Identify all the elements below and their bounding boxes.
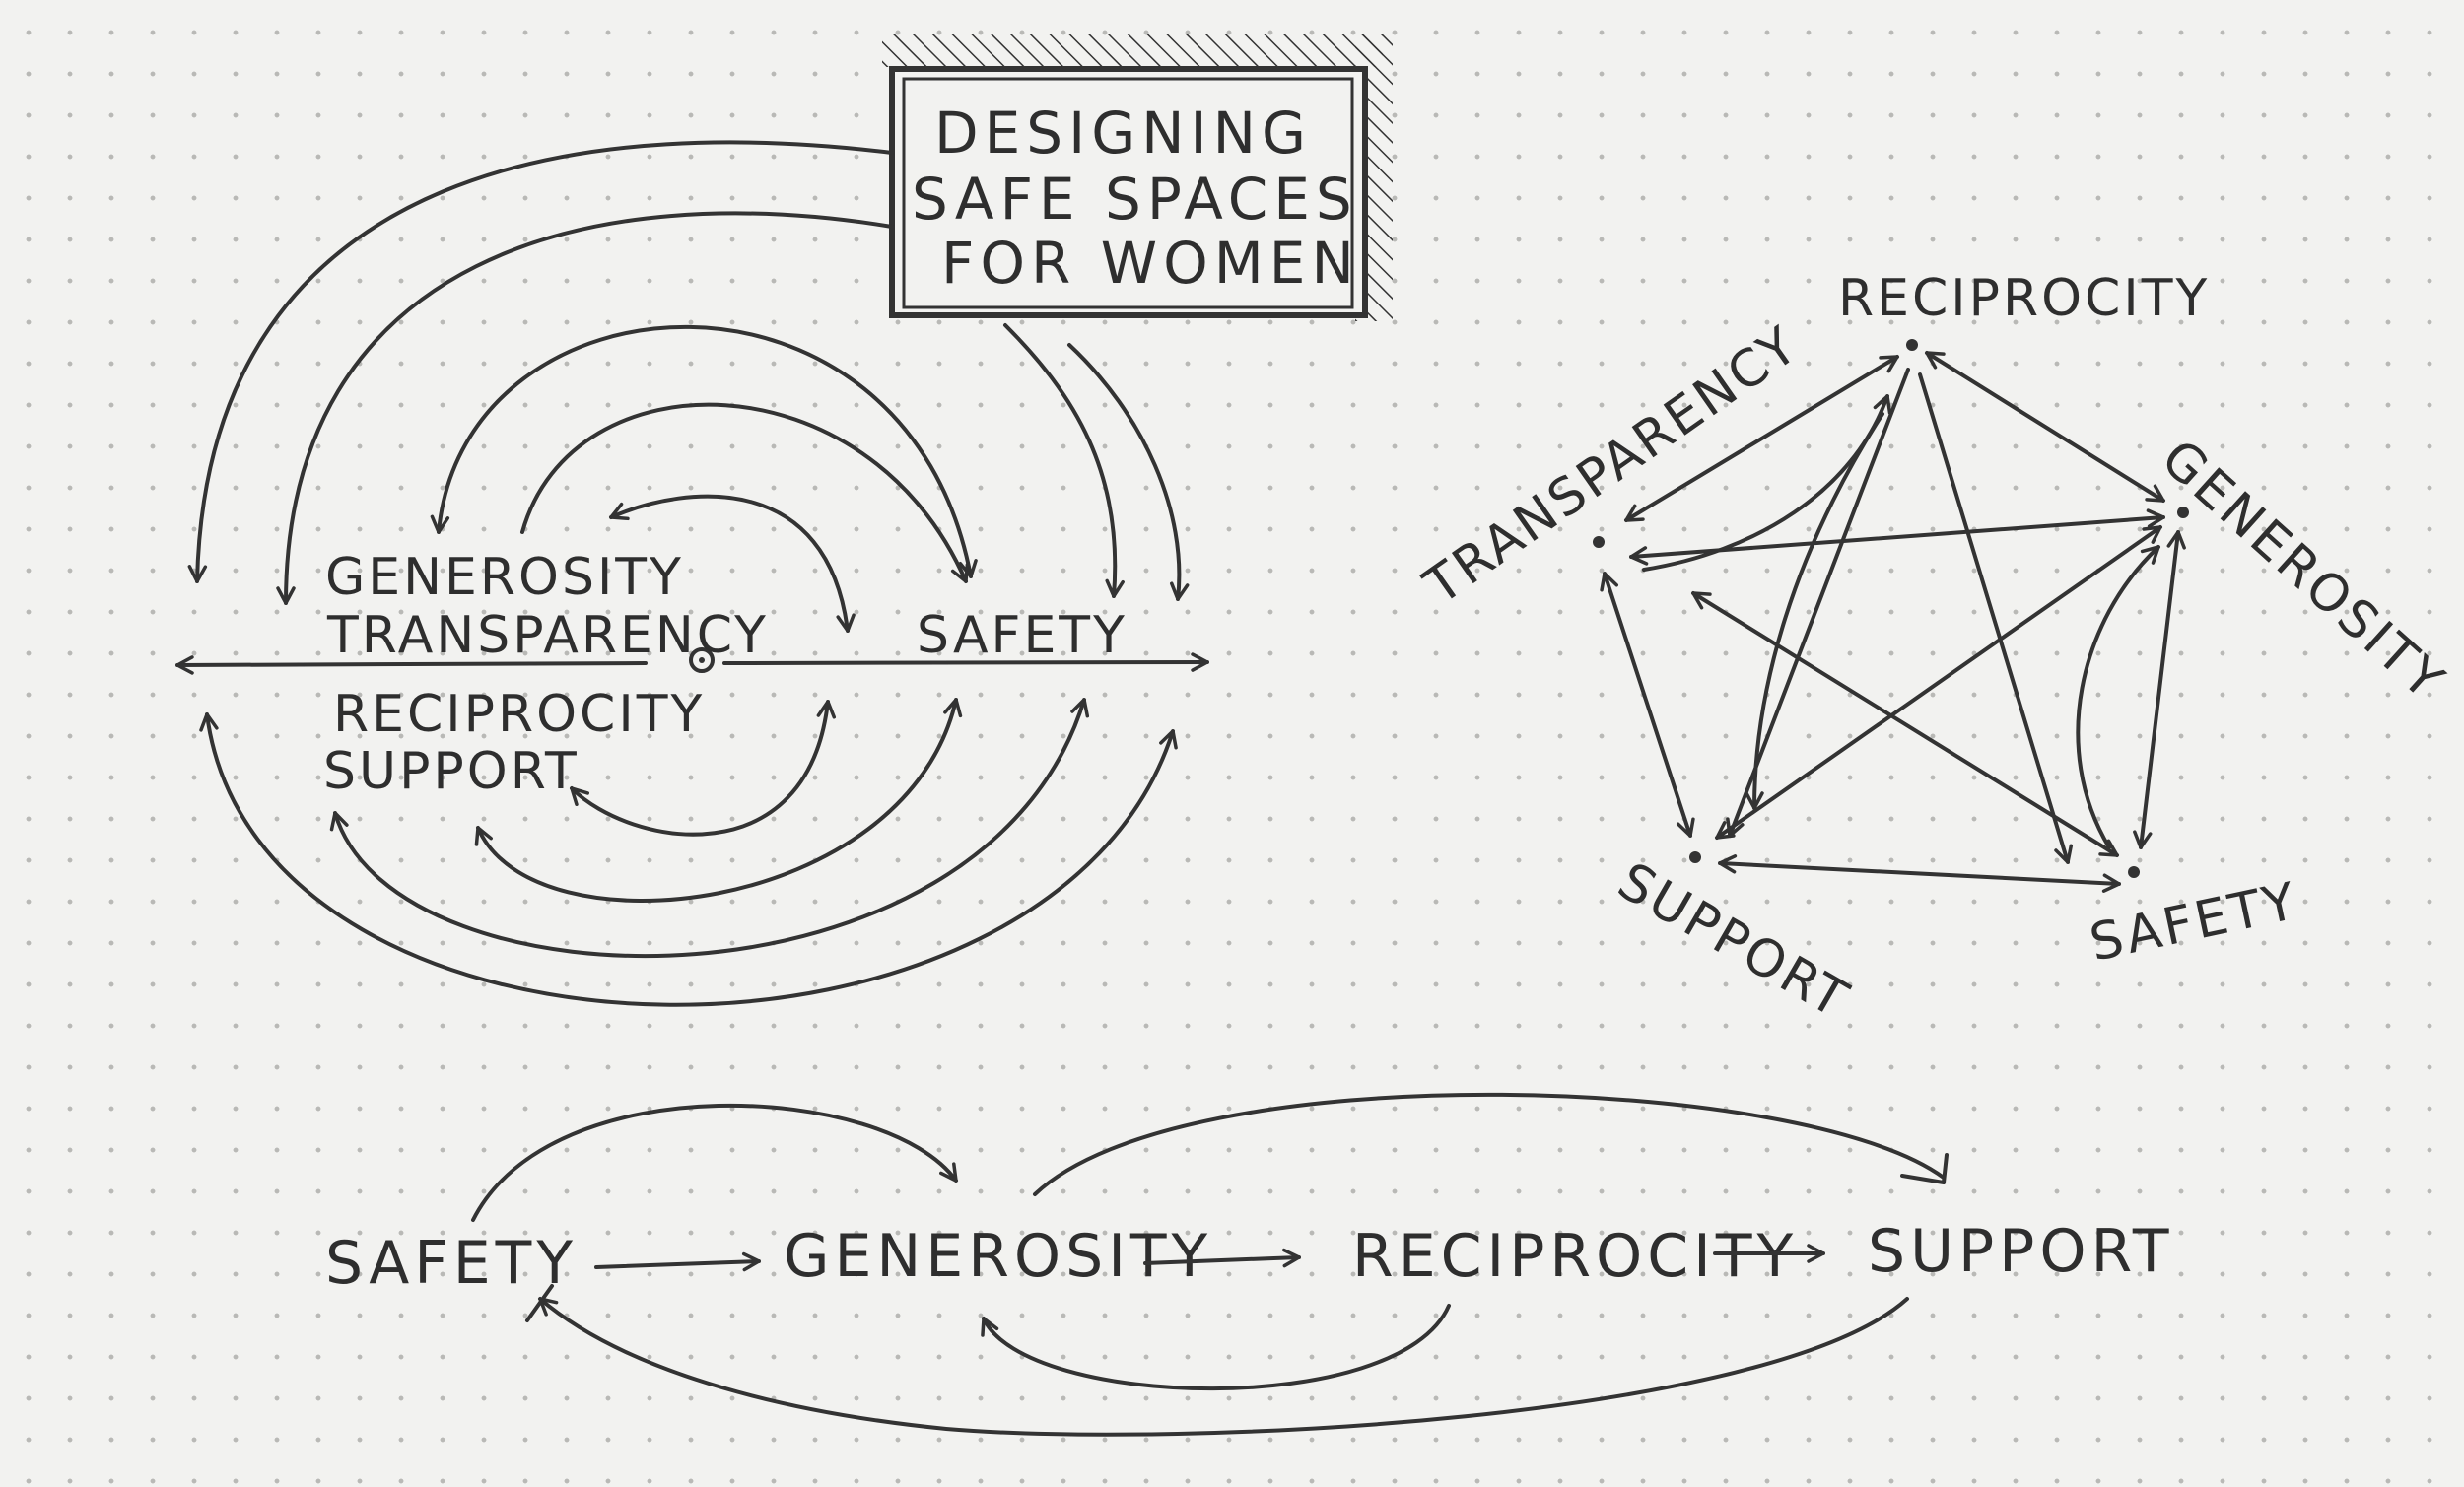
title-box-hatch-top [882,34,1383,67]
arc-title-to-left-outer [187,140,894,583]
flow-arrow-generosity-reciprocity [1143,1248,1301,1268]
arc-lower-4 [199,712,1178,1007]
title-line-2: SAFE SPACES [912,166,1358,233]
flow-step-support: SUPPORT [1868,1217,2174,1286]
arc-upper-1 [430,324,978,578]
star-label-support: SUPPORT [1608,851,1860,1031]
edge-safety-support [1718,854,2121,893]
axis-origin [689,647,715,673]
star-label-transparency: TRANSPARENCY [1413,315,1810,618]
arc-title-to-right-2 [1067,343,1190,601]
title-line-1: DESIGNING [934,100,1312,167]
flow-arc-support-to-safety [538,1297,1909,1437]
node-support [1689,851,1701,863]
flow-step-safety: SAFETY [325,1229,578,1298]
axis-label-transparency: TRANSPARENCY [326,606,769,665]
axis-label-support: SUPPORT [323,742,580,801]
title-line-3: FOR WOMEN [941,230,1360,297]
edge-support-transparency [1600,572,1695,838]
edge-transparency-safety [1691,591,2119,857]
edge-generosity-support [1715,525,2162,840]
edge-reciprocity-support-curve [1745,412,1884,810]
edge-generosity-safety [2133,530,2186,849]
axis-origin-dot [699,657,705,663]
star-label-generosity: GENEROSITY [2150,429,2456,712]
title-box-frame [889,66,1368,318]
arc-title-to-right-1 [1003,323,1125,598]
edge-reciprocity-safety [1918,372,2074,864]
arc-upper-3 [609,494,856,633]
star-label-safety: SAFETY [2085,872,2303,974]
node-reciprocity [1906,339,1918,351]
flow-arrow-safety-generosity [594,1251,761,1272]
flow-arc-reciprocity-to-generosity [981,1304,1451,1391]
axis-left-arrow [175,655,648,675]
axis-label-safety: SAFETY [917,606,1128,665]
edge-reciprocity-generosity [1925,351,2165,503]
flow-arc-safety-return [525,1284,554,1322]
flow-step-reciprocity: RECIPROCITY [1352,1222,1798,1291]
flow-arc-generosity-to-support [1033,1092,1946,1196]
arc-lower-3 [329,698,1090,959]
node-generosity [2177,507,2189,518]
axis-diagram: GENEROSITY TRANSPARENCY RECIPROCITY SUPP… [175,140,1209,1007]
edge-reciprocity-transparency [1624,355,1899,522]
title-box-frame-inner [902,77,1354,309]
arc-upper-2 [520,402,970,583]
flow-step-generosity: GENEROSITY [784,1222,1212,1291]
axis-label-reciprocity: RECIPROCITY [333,685,705,744]
flow-diagram: SAFETY GENEROSITY RECIPROCITY SUPPORT [325,1092,2174,1437]
node-transparency [1593,536,1605,548]
arc-title-to-left-inner [276,211,894,605]
star-diagram: RECIPROCITY TRANSPARENCY GENEROSITY SUPP… [1413,269,2456,1031]
star-label-reciprocity: RECIPROCITY [1838,269,2210,328]
edge-transparency-generosity [1629,508,2165,566]
axis-label-generosity: GENEROSITY [325,548,684,607]
node-safety [2128,866,2140,878]
flow-arc-support-hook [1900,1153,1949,1184]
flow-arc-safety-to-generosity [471,1103,958,1222]
title-box: DESIGNING SAFE SPACES FOR WOMEN [882,34,1393,321]
axis-right-arrow [722,652,1209,672]
